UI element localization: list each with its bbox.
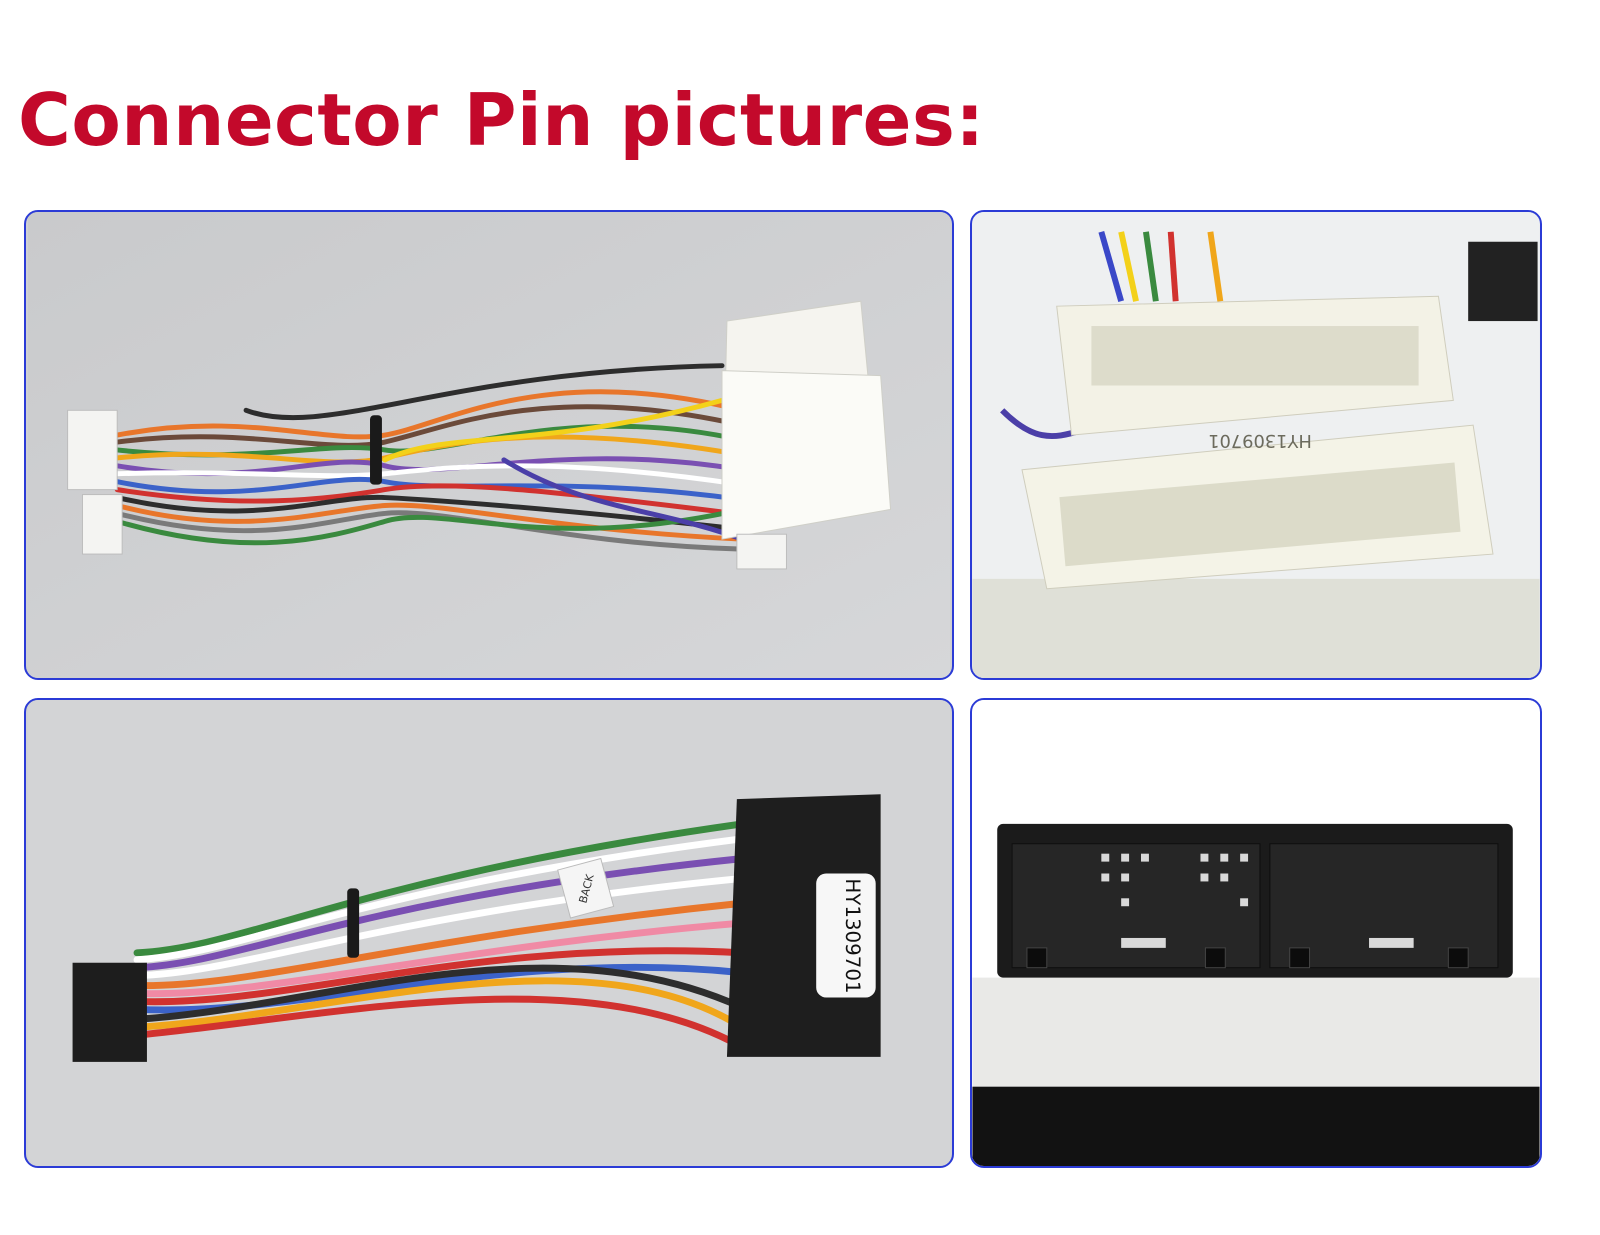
white-connectors-closeup-photo: HY1309701 <box>970 210 1542 680</box>
black-connector-face-photo <box>970 698 1542 1168</box>
white-harness-photo <box>24 210 954 680</box>
connector-part-label: HY1309701 <box>1208 430 1312 451</box>
harness-part-label: HY1309701 <box>841 878 864 993</box>
page-title: Connector Pin pictures: <box>18 78 985 162</box>
black-harness-photo: BACK HY1309701 <box>24 698 954 1168</box>
